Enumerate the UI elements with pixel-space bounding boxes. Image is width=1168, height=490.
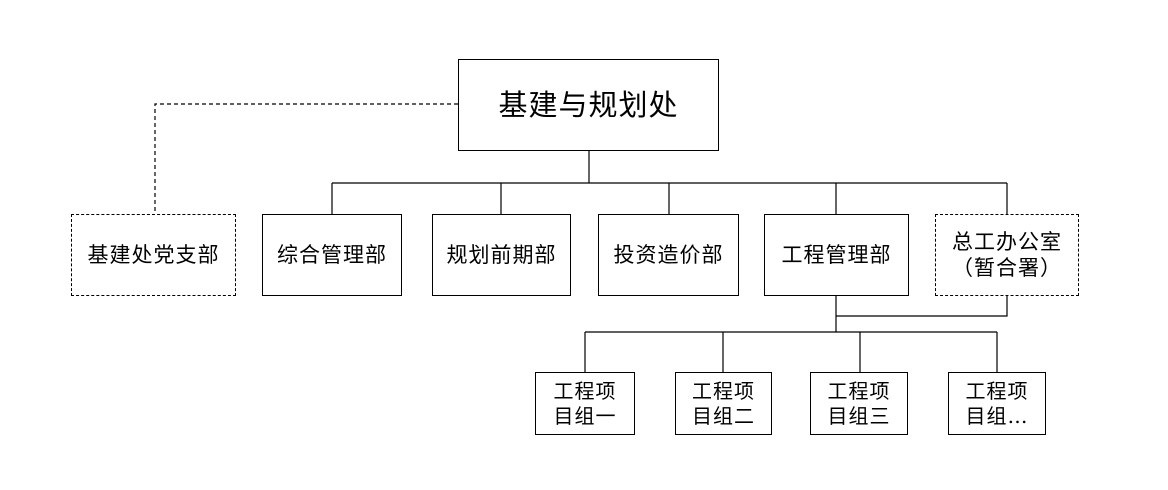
project-group-node: 工程项 目组… xyxy=(948,372,1046,435)
department-label: 规划前期部 xyxy=(446,242,557,267)
project-group-line2: 目组一 xyxy=(553,403,617,428)
project-group-node: 工程项 目组二 xyxy=(675,372,772,435)
project-group-line2: 目组二 xyxy=(692,403,755,428)
root-label: 基建与规划处 xyxy=(498,87,679,122)
department-node: 工程管理部 xyxy=(764,214,909,296)
department-label: 投资造价部 xyxy=(613,242,724,267)
chief-office-line2: （暂合署） xyxy=(952,256,1062,280)
department-label: 工程管理部 xyxy=(781,242,892,267)
department-node: 综合管理部 xyxy=(262,214,402,296)
project-group-line1: 工程项 xyxy=(827,378,891,403)
chief-engineer-office-node: 总工办公室 （暂合署） xyxy=(935,214,1079,296)
project-group-line2: 目组… xyxy=(965,403,1029,428)
project-group-line1: 工程项 xyxy=(965,378,1029,403)
root-node: 基建与规划处 xyxy=(458,59,719,151)
department-label: 综合管理部 xyxy=(277,242,387,267)
department-node: 规划前期部 xyxy=(432,214,571,296)
party-branch-label: 基建处党支部 xyxy=(87,242,220,267)
department-node: 投资造价部 xyxy=(598,214,739,296)
party-branch-node: 基建处党支部 xyxy=(71,214,236,296)
project-group-node: 工程项 目组一 xyxy=(535,372,635,435)
project-group-node: 工程项 目组三 xyxy=(810,372,908,435)
project-group-line2: 目组三 xyxy=(827,403,891,428)
chief-office-line1: 总工办公室 xyxy=(952,229,1062,254)
dashed-connector-party-branch xyxy=(154,103,458,214)
connector-chief-to-eng xyxy=(836,296,1008,317)
project-group-line1: 工程项 xyxy=(692,378,755,403)
project-group-line1: 工程项 xyxy=(553,378,617,403)
